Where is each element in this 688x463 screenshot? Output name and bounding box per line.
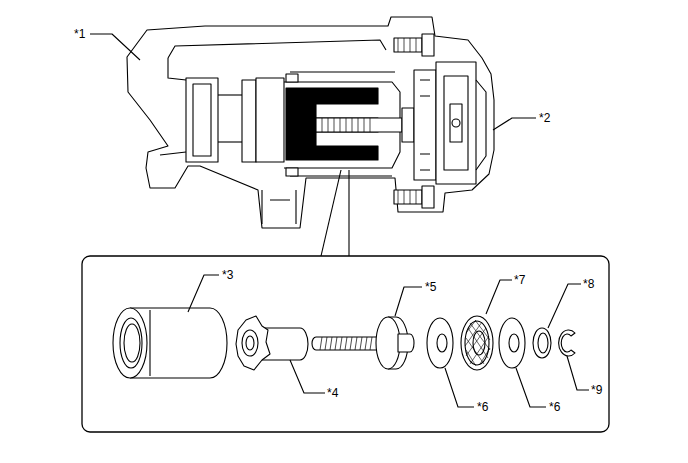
callout-number: *4 xyxy=(327,386,338,400)
callout-number: *6 xyxy=(549,400,560,414)
callout-number: *5 xyxy=(425,280,436,294)
callout-number: *3 xyxy=(222,268,233,282)
callout-number: *9 xyxy=(591,383,602,397)
callout-number: *6 xyxy=(477,400,488,414)
callout-number: *8 xyxy=(583,277,594,291)
callout-number: *2 xyxy=(539,111,550,125)
callout-number: *1 xyxy=(74,27,85,41)
callout-number: *7 xyxy=(514,273,525,287)
